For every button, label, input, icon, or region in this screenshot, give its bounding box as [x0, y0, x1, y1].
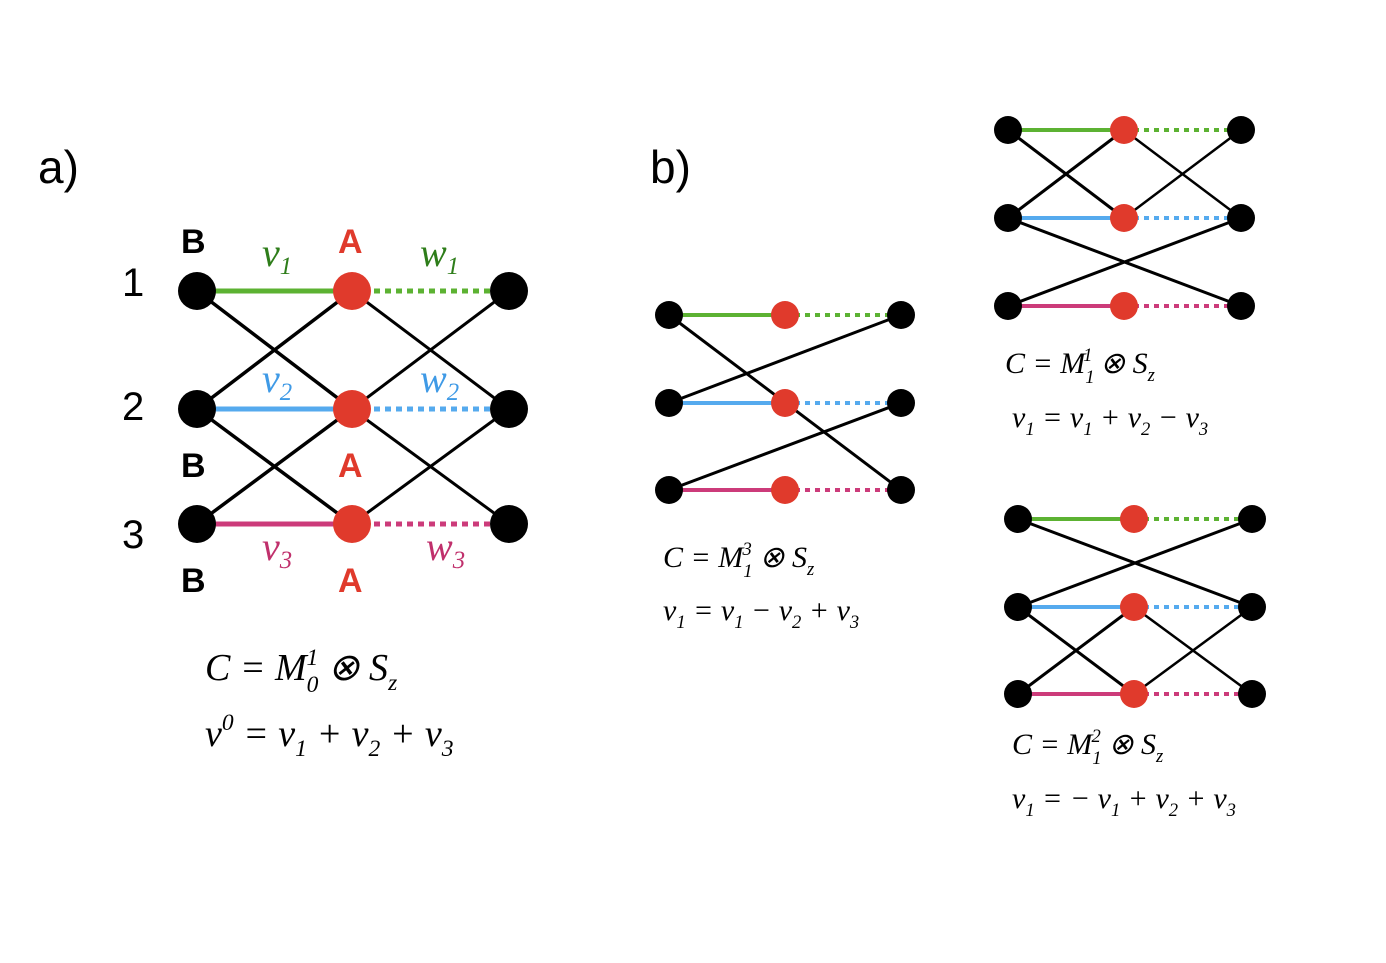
site-a-1: [333, 272, 371, 310]
site-b-next-3: [490, 505, 528, 543]
hop-label-w1: w1: [420, 230, 459, 280]
formula-b2-line1: C = M11 ⊗ Sz: [1005, 345, 1155, 388]
site-b-next: [887, 476, 915, 504]
coupling-line: [1007, 128, 1125, 220]
coupling-line: [1017, 517, 1253, 609]
diagram-a: [178, 272, 528, 543]
site-a: [1110, 204, 1138, 232]
site-b: [655, 389, 683, 417]
coupling-line: [1133, 605, 1253, 696]
coupling-line: [668, 313, 902, 405]
sublattice-a-label: A: [338, 447, 363, 485]
site-a: [1120, 680, 1148, 708]
formula-b2-line2: ν1 = ν1 + ν2 − ν3: [1012, 401, 1208, 440]
site-b-next: [887, 301, 915, 329]
site-b-next-1: [490, 272, 528, 310]
formula-b3-line2: ν1 = − ν1 + ν2 + ν3: [1012, 782, 1236, 821]
row-label-2: 2: [122, 385, 144, 429]
formula-b1-line2: ν1 = ν1 − ν2 + ν3: [663, 594, 859, 633]
diagram-b-2: [994, 116, 1255, 320]
coupling-line: [1017, 605, 1135, 696]
site-a: [771, 389, 799, 417]
site-b-next: [1238, 593, 1266, 621]
sublattice-b-label: B: [181, 223, 206, 261]
site-a: [1120, 593, 1148, 621]
site-b-next: [1238, 680, 1266, 708]
site-b: [1004, 680, 1032, 708]
sublattice-b-label: B: [181, 447, 206, 485]
site-b: [655, 476, 683, 504]
coupling-line: [195, 289, 354, 411]
sublattice-a-label: A: [338, 223, 363, 261]
hop-label-v2: v2: [262, 356, 292, 406]
hop-label-v3: v3: [262, 524, 292, 574]
coupling-line: [351, 289, 510, 411]
sublattice-a-label: A: [338, 562, 363, 600]
coupling-line: [195, 407, 354, 526]
formula-a-line2: ν0 = ν1 + ν2 + ν3: [205, 710, 454, 762]
site-b-next: [887, 389, 915, 417]
formula-b3-line1: C = M12 ⊗ Sz: [1012, 726, 1163, 769]
formula-b1-line1: C = M13 ⊗ Sz: [663, 539, 814, 582]
formula-a-line1: C = M01 ⊗ Sz: [205, 645, 397, 698]
site-b-1: [178, 272, 216, 310]
site-b: [655, 301, 683, 329]
site-b-next: [1227, 292, 1255, 320]
hop-label-v1: v1: [262, 230, 292, 280]
site-a: [1120, 505, 1148, 533]
site-b: [994, 116, 1022, 144]
coupling-line: [1123, 129, 1242, 219]
site-a: [771, 476, 799, 504]
coupling-line: [1007, 216, 1242, 308]
hop-label-w2: w2: [420, 356, 459, 406]
panel-a-label: a): [38, 141, 79, 193]
site-a: [771, 301, 799, 329]
site-a-3: [333, 505, 371, 543]
site-b-next: [1227, 204, 1255, 232]
coupling-line: [351, 407, 510, 526]
site-a: [1110, 292, 1138, 320]
diagram-b-3: [1004, 505, 1266, 708]
site-b: [1004, 593, 1032, 621]
row-label-1: 1: [122, 261, 144, 305]
hop-label-w3: w3: [426, 524, 465, 574]
site-b-next-2: [490, 390, 528, 428]
site-b-2: [178, 390, 216, 428]
site-b-next: [1238, 505, 1266, 533]
site-b: [1004, 505, 1032, 533]
site-b: [994, 204, 1022, 232]
panel-b-label: b): [650, 141, 691, 193]
coupling-line: [668, 401, 902, 492]
site-b: [994, 292, 1022, 320]
diagram-b-1: [655, 301, 915, 504]
site-b-3: [178, 505, 216, 543]
site-a-2: [333, 390, 371, 428]
site-b-next: [1227, 116, 1255, 144]
sublattice-b-label: B: [181, 562, 206, 600]
row-label-3: 3: [122, 513, 144, 557]
site-a: [1110, 116, 1138, 144]
